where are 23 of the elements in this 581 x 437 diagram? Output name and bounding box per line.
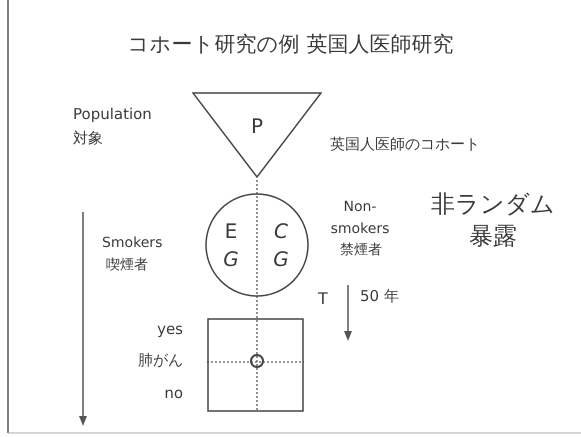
duration-label: 50 年	[360, 287, 399, 306]
group-letter: C	[274, 221, 288, 241]
exposure-label: 暴露	[468, 221, 518, 252]
group-circle	[205, 193, 309, 297]
outcome-label: 肺がん	[137, 351, 183, 370]
group-label: Smokers	[102, 235, 162, 251]
group-letter: P	[250, 116, 264, 136]
title: コホート研究の例 英国人医師研究	[126, 31, 454, 58]
group-letter: G	[223, 249, 239, 269]
population-label: Population	[73, 105, 152, 123]
outcome-square	[207, 318, 304, 412]
group-letter: G	[273, 249, 289, 269]
outcome-label: no	[163, 384, 183, 402]
exposure-label: 非ランダム	[430, 189, 556, 220]
cohort-label: 英国人医師のコホート	[330, 135, 480, 154]
population-triangle	[192, 92, 322, 178]
time-label: T	[318, 289, 328, 308]
group-label: 喫煙者	[106, 256, 148, 274]
group-label: Non-smokers	[330, 198, 390, 239]
group-letter: E	[224, 221, 238, 241]
outcome-label: yes	[156, 320, 183, 338]
group-label: 禁煙者	[340, 241, 382, 259]
population-label: 対象	[73, 129, 103, 148]
